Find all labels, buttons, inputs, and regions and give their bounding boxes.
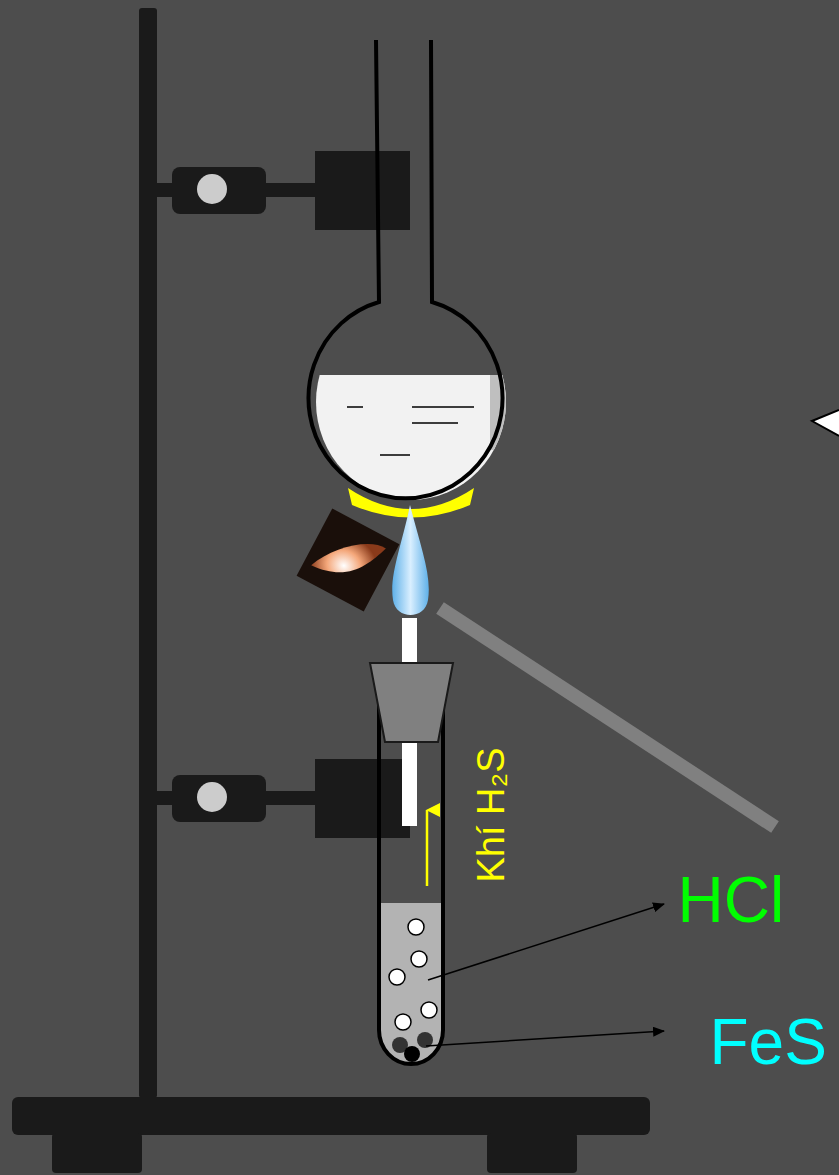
clamp-jaw bbox=[315, 151, 410, 230]
stand-foot bbox=[487, 1133, 577, 1173]
stand-rod bbox=[139, 8, 157, 1098]
clamp-knob bbox=[197, 782, 227, 812]
gas-flow-arrow bbox=[426, 810, 429, 886]
clamp-holder bbox=[172, 167, 266, 214]
reagent-label: HCl bbox=[678, 868, 785, 932]
reagent-label: FeS bbox=[710, 1010, 827, 1074]
leader-line bbox=[426, 1031, 664, 1046]
stopper bbox=[370, 663, 453, 742]
round-flask bbox=[308, 40, 510, 505]
stand-base bbox=[12, 1097, 650, 1135]
clamp-jaw bbox=[315, 759, 410, 838]
leader-line bbox=[428, 904, 664, 980]
clamp-holder bbox=[172, 775, 266, 822]
flame bbox=[392, 505, 429, 615]
clamp-knob bbox=[197, 174, 227, 204]
stand-foot bbox=[52, 1133, 142, 1173]
callout-tip bbox=[812, 410, 839, 436]
gas-label: Khí H₂S bbox=[471, 747, 509, 882]
flame-photo bbox=[297, 509, 400, 612]
